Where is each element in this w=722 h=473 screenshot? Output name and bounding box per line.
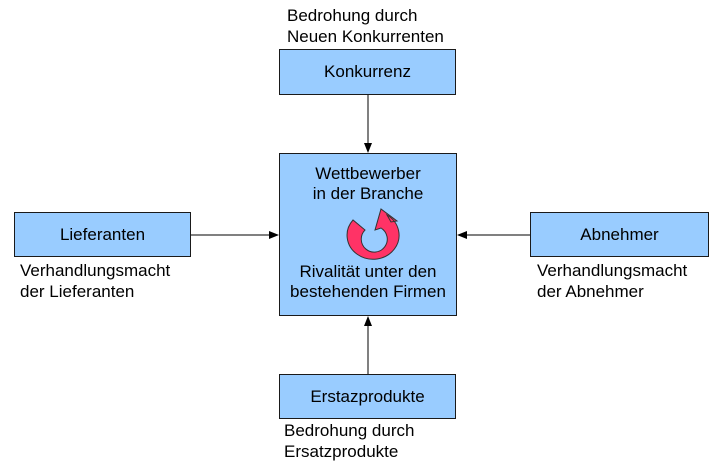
- center-subtitle-line: Rivalität unter den: [299, 262, 437, 281]
- box-label: Lieferanten: [59, 224, 146, 244]
- box-wettbewerber: Wettbewerber in der Branche Rivalität un…: [279, 153, 457, 316]
- caption-line: Verhandlungsmacht: [537, 261, 688, 280]
- center-title-line: Wettbewerber: [315, 164, 421, 183]
- caption-line: Bedrohung durch: [287, 6, 418, 25]
- caption-new-competitors: Bedrohung durch Neuen Konkurrenten: [287, 5, 444, 47]
- box-label: Konkurrenz: [324, 62, 411, 81]
- caption-line: Ersatzprodukte: [284, 442, 399, 461]
- center-subtitle-line: bestehenden Firmen: [290, 282, 446, 301]
- center-subtitle: Rivalität unter den bestehenden Firmen: [280, 262, 456, 302]
- caption-buyer-power: Verhandlungsmacht der Abnehmer: [537, 260, 687, 302]
- box-ersatzprodukte: Erstazprodukte: [279, 374, 456, 419]
- box-label: Erstazprodukte: [310, 386, 425, 406]
- caption-line: der Abnehmer: [537, 282, 644, 301]
- box-konkurrenz: Konkurrenz: [279, 49, 456, 95]
- caption-line: Neuen Konkurrenten: [287, 27, 444, 46]
- center-title-line: in der Branche: [312, 184, 424, 203]
- caption-line: Bedrohung durch: [284, 421, 415, 440]
- box-abnehmer: Abnehmer: [530, 212, 709, 257]
- circular-arrow-icon: [346, 208, 400, 260]
- caption-substitutes: Bedrohung durch Ersatzprodukte: [284, 420, 414, 462]
- box-lieferanten: Lieferanten: [14, 212, 191, 257]
- caption-line: der Lieferanten: [20, 282, 135, 301]
- center-title: Wettbewerber in der Branche: [280, 164, 456, 204]
- caption-supplier-power: Verhandlungsmacht der Lieferanten: [20, 260, 170, 302]
- caption-line: Verhandlungsmacht: [20, 261, 171, 280]
- box-label: Abnehmer: [580, 224, 659, 244]
